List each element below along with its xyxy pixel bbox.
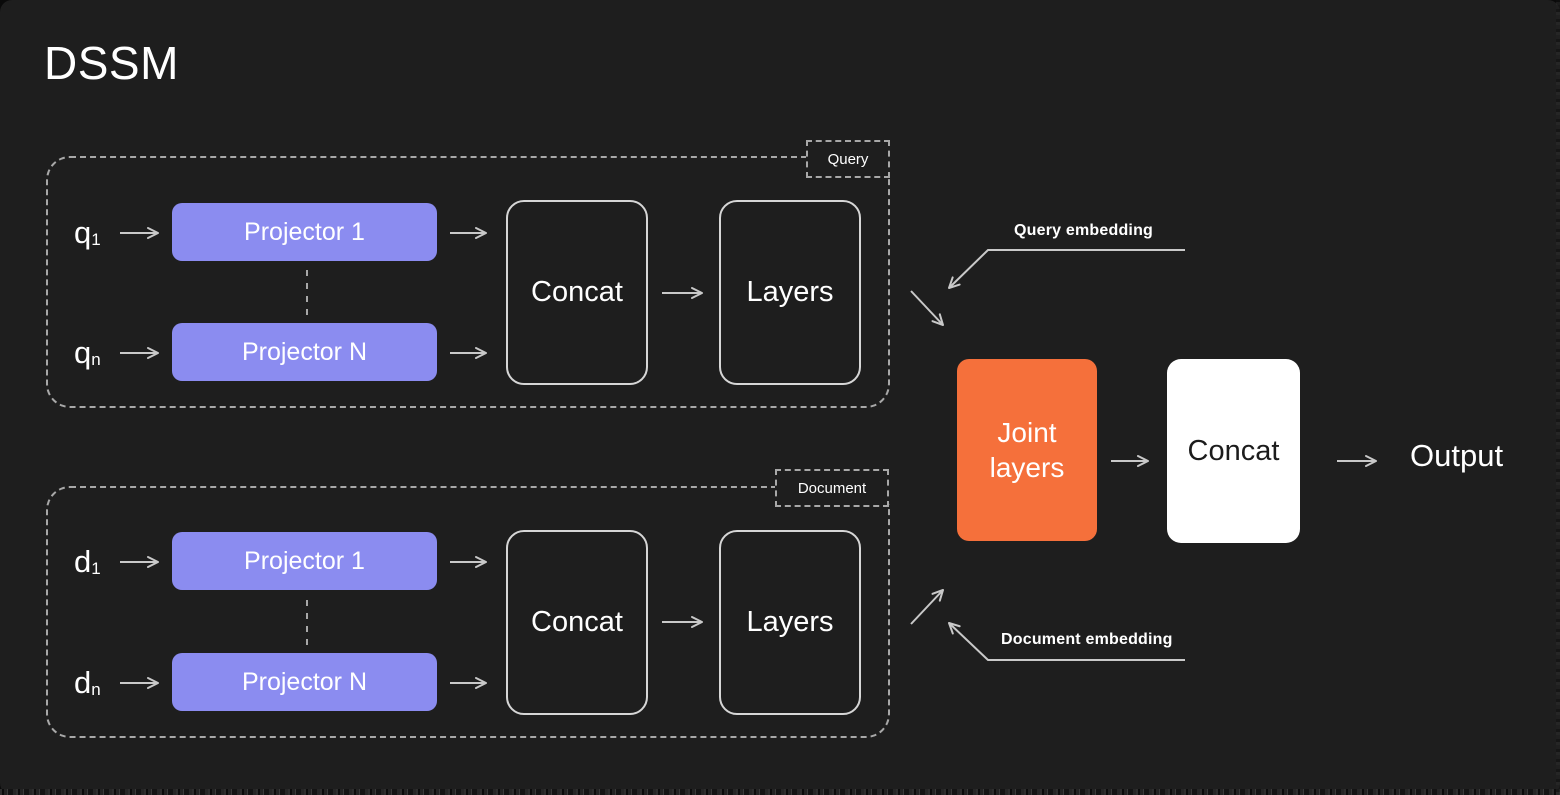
query-group-label: Query (806, 140, 890, 178)
document-concat-node: Concat (506, 530, 648, 715)
query-concat-node: Concat (506, 200, 648, 385)
input-dn-sub: n (91, 679, 101, 699)
joint-layers-label: Joint layers (989, 417, 1065, 483)
query-embedding-label: Query embedding (1014, 222, 1154, 239)
query-tower-group (46, 156, 890, 408)
input-qn-sub: n (91, 349, 101, 369)
document-projector-n-label: Projector N (241, 667, 368, 696)
query-group-label-text: Query (827, 150, 869, 168)
query-concat-label: Concat (531, 276, 623, 308)
document-layers-node: Layers (719, 530, 861, 715)
document-projector-n-node: Projector N (172, 653, 437, 711)
document-group-label-text: Document (797, 479, 867, 497)
document-projector-1-node: Projector 1 (172, 532, 437, 590)
document-concat-label: Concat (531, 606, 623, 638)
input-d1-base: d (74, 544, 92, 579)
right-edge-artifact (1556, 0, 1560, 795)
query-layers-label: Layers (746, 276, 834, 308)
input-qn-base: q (74, 335, 92, 370)
input-dn-base: d (74, 665, 92, 700)
bottom-edge-artifact (0, 789, 1560, 795)
query-projector-1-label: Projector 1 (244, 217, 365, 246)
final-concat-label: Concat (1187, 434, 1280, 467)
document-group-label: Document (775, 469, 889, 507)
joint-layers-node: Joint layers (957, 359, 1097, 541)
input-q1-sub: 1 (91, 229, 101, 249)
final-concat-node: Concat (1167, 359, 1300, 543)
output-label: Output (1410, 438, 1504, 473)
query-projector-1-node: Projector 1 (172, 203, 437, 261)
query-projector-n-label: Projector N (241, 337, 368, 366)
document-projector-1-label: Projector 1 (244, 546, 365, 575)
input-q1-base: q (74, 215, 92, 250)
document-tower-group (46, 486, 890, 738)
document-embedding-label: Document embedding (1001, 631, 1173, 648)
query-layers-node: Layers (719, 200, 861, 385)
page-title: DSSM (44, 37, 179, 89)
query-projector-n-node: Projector N (172, 323, 437, 381)
input-d1-sub: 1 (91, 558, 101, 578)
document-layers-label: Layers (746, 606, 834, 638)
